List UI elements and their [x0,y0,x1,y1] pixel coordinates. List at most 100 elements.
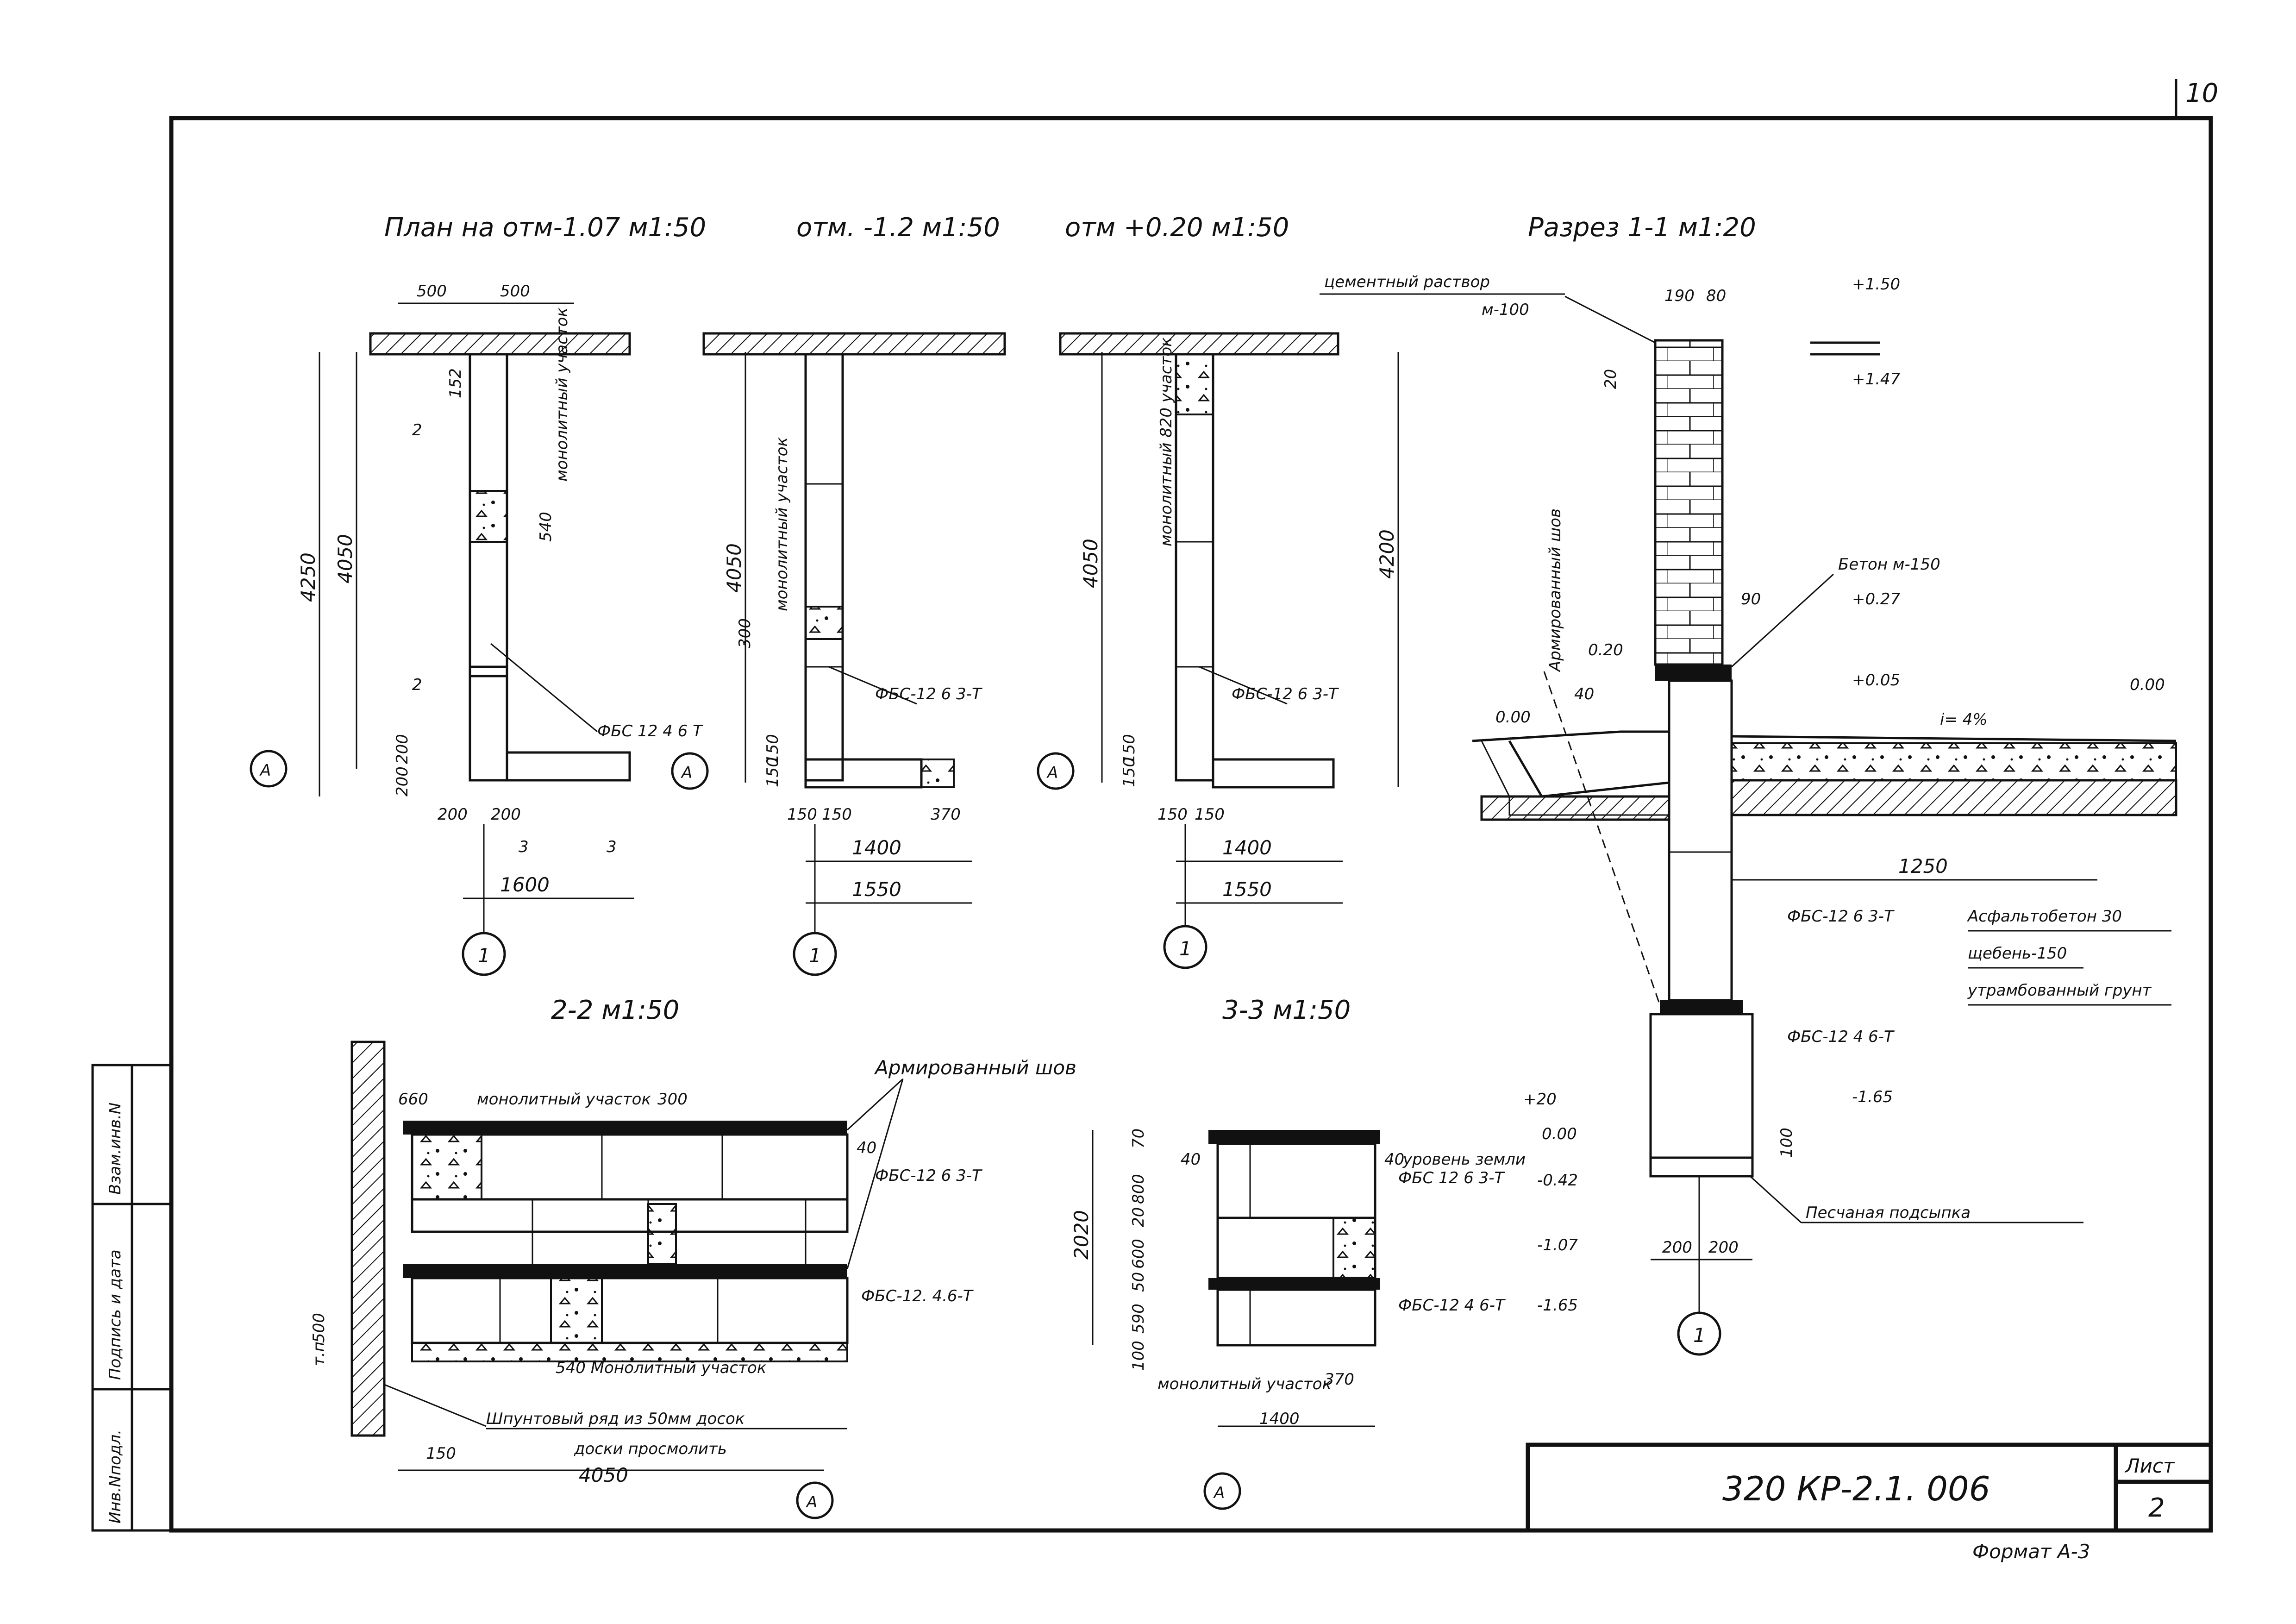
svg-text:1: 1 [1179,937,1192,960]
svg-text:3: 3 [519,838,529,856]
svg-text:200: 200 [491,805,521,824]
svg-text:0.00: 0.00 [1495,708,1531,727]
svg-text:цементный раствор: цементный раствор [1324,273,1490,291]
plan2-view: отм. -1.2 м1:50 4050 300 монолитный учас… [671,213,1006,976]
svg-text:1: 1 [478,944,490,967]
svg-text:Армированный шов: Армированный шов [1546,508,1564,672]
svg-text:+1.50: +1.50 [1852,275,1900,294]
svg-text:монолитный участок: монолитный участок [773,437,791,611]
svg-text:200: 200 [438,805,468,824]
svg-text:1400: 1400 [1222,836,1272,859]
svg-text:50: 50 [1129,1272,1148,1292]
svg-text:190: 190 [1664,287,1695,305]
svg-text:1550: 1550 [1222,878,1272,901]
section22-top-seam [403,1121,847,1135]
section22-wall [350,1041,386,1437]
svg-text:А: А [806,1493,817,1511]
svg-text:150: 150 [822,805,852,824]
svg-text:300: 300 [657,1090,688,1109]
section22-axis-a [796,1481,834,1519]
svg-text:0.00: 0.00 [2130,676,2165,694]
svg-text:540: 540 [537,512,555,542]
svg-text:1400: 1400 [852,836,901,859]
svg-text:660: 660 [398,1090,428,1109]
svg-text:Песчаная подсыпка: Песчаная подсыпка [1806,1204,1971,1222]
section11-block-lower [1649,1013,1754,1178]
svg-text:м-100: м-100 [1482,301,1529,319]
svg-text:370: 370 [1324,1370,1354,1389]
plan3-wall [1175,353,1214,782]
svg-text:утрамбованный грунт: утрамбованный грунт [1967,981,2152,1000]
plan2-footing [804,758,923,789]
svg-text:0.00: 0.00 [1542,1125,1577,1143]
section22-view: 2-2 м1:50 660 монолитный участок 300 Арм… [310,995,1076,1519]
svg-text:ФБС-12. 4.6-Т: ФБС-12. 4.6-Т [861,1287,974,1305]
section11-gravel [1731,742,2177,781]
plan2-slab [702,332,1006,356]
plan1-mono-insert [469,490,508,543]
list-label: Лист [2124,1455,2175,1477]
svg-text:1: 1 [809,944,821,967]
svg-text:600: 600 [1129,1239,1148,1269]
svg-text:300: 300 [736,618,754,648]
svg-text:2020: 2020 [1070,1210,1093,1260]
plan1-axis-a [250,750,288,788]
svg-text:-1.07: -1.07 [1537,1236,1578,1254]
svg-text:3: 3 [607,838,617,856]
svg-text:4200: 4200 [1376,529,1398,579]
list-number: 2 [2148,1493,2165,1523]
plan3-axis-a [1037,752,1075,790]
title-block: 320 КР-2.1. 006 Лист 2 [1526,1442,2213,1533]
plan1-title: План на отм-1.07 м1:50 [384,213,706,243]
svg-text:щебень-150: щебень-150 [1968,944,2067,963]
plan2-axis-a [671,752,709,790]
svg-text:ФБС-12 6 3-Т: ФБС-12 6 3-Т [1787,907,1895,926]
section11-block-upper [1668,679,1733,1002]
svg-text:монолитный участок: монолитный участок [553,307,571,482]
sheet-frame [169,116,2213,1533]
drawing-code: 320 КР-2.1. 006 [1722,1469,1990,1508]
svg-text:Шпунтовый ряд из 50мм досок: Шпунтовый ряд из 50мм досок [486,1410,745,1428]
svg-text:ФБС-12 6 3-Т: ФБС-12 6 3-Т [875,1166,982,1185]
svg-text:ФБС-12 4 6-Т: ФБС-12 4 6-Т [1787,1028,1895,1046]
svg-text:4250: 4250 [297,552,319,602]
svg-text:4050: 4050 [334,534,357,583]
svg-text:2: 2 [412,676,422,694]
section22-title: 2-2 м1:50 [551,995,679,1025]
format-label: Формат А-3 [1972,1540,2090,1563]
plan2-title: отм. -1.2 м1:50 [796,213,1000,243]
svg-text:монолитный участок: монолитный участок [477,1090,651,1109]
plan1-wall [469,353,508,782]
plan3-block-label: ФБС-12 6 3-Т [1232,685,1339,703]
svg-text:40: 40 [1384,1150,1404,1169]
svg-text:А: А [259,761,271,780]
svg-text:А: А [1046,764,1058,782]
svg-text:Бетон м-150: Бетон м-150 [1838,555,1940,574]
svg-text:150: 150 [763,757,782,787]
section11-concrete-band [1655,665,1732,681]
svg-text:150: 150 [1120,757,1139,787]
svg-text:200: 200 [1662,1238,1692,1257]
section22-mid-seam [403,1264,847,1278]
svg-text:1: 1 [1693,1324,1706,1347]
svg-text:+0.05: +0.05 [1852,671,1900,690]
plan1-slab [369,332,631,356]
svg-text:т.п: т.п [310,1342,328,1366]
svg-text:А: А [1213,1484,1225,1502]
svg-text:70: 70 [1129,1129,1148,1148]
section11-brick [1654,339,1724,666]
svg-text:40: 40 [1574,685,1594,703]
plan2-block-label: ФБС-12 6 3-Т [875,685,982,703]
svg-text:уровень земли: уровень земли [1402,1150,1526,1169]
plan3-title: отм +0.20 м1:50 [1065,213,1289,243]
svg-text:20: 20 [1602,369,1620,389]
svg-text:40: 40 [857,1139,876,1157]
svg-text:4050: 4050 [579,1464,628,1486]
plan1-block-label: ФБС 12 4 6 Т [597,722,703,740]
svg-text:150: 150 [1120,734,1139,764]
section33-view: 3-3 м1:50 2020 70 800 20 600 50 590 100 … [1070,995,1578,1510]
svg-text:150: 150 [1157,805,1188,824]
plan3-slab [1059,332,1339,356]
section11-view: Разрез 1-1 м1:20 цементный раствор м-100… [1320,213,2177,1356]
